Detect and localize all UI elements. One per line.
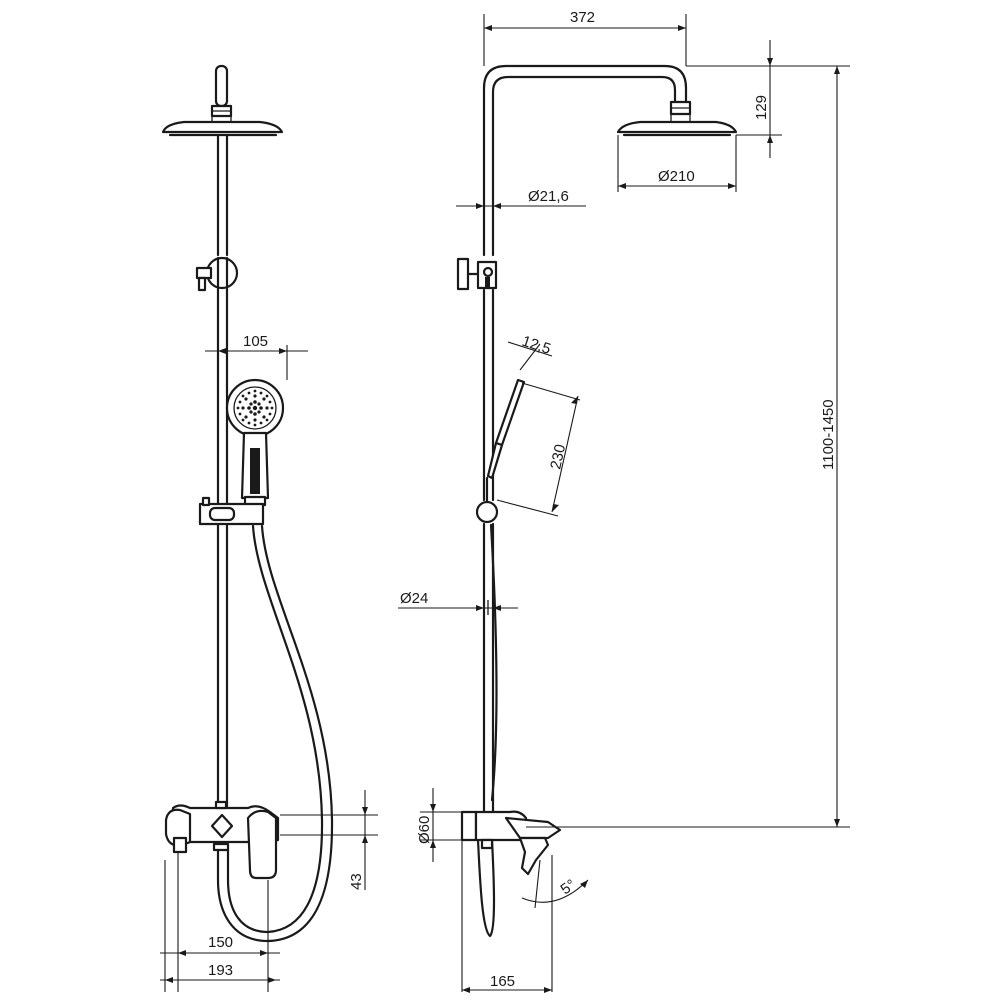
front-diverter-knob — [195, 256, 239, 292]
dim-spout-angle: 5° — [558, 876, 580, 898]
dim-spout-projection: 165 — [490, 973, 515, 990]
side-view — [456, 64, 738, 938]
side-handshower — [475, 378, 526, 524]
front-upper-riser — [216, 133, 229, 257]
side-mixer — [460, 810, 562, 876]
front-hose — [216, 524, 334, 943]
dim-head-drop: 129 — [753, 95, 770, 120]
spray-nozzles — [236, 389, 274, 427]
front-head-nipple — [210, 64, 233, 118]
side-rain-head — [616, 114, 738, 137]
front-lower-riser — [216, 287, 229, 810]
front-rain-head — [161, 116, 284, 137]
dim-mixer-height: 43 — [348, 873, 365, 890]
dim-pipe-lower-diameter: Ø24 — [400, 590, 428, 607]
side-dimensions: 372 129 Ø210 Ø21,6 12,5 230 Ø24 — [398, 9, 850, 993]
front-dimensions: 105 43 150 193 — [160, 333, 378, 992]
dim-handshower-head-offset: 105 — [243, 333, 268, 350]
dim-handshower-thickness: 12,5 — [520, 333, 553, 358]
dim-mixer-width: 193 — [208, 962, 233, 979]
front-slider-holder — [198, 496, 265, 526]
dim-head-diameter: Ø210 — [658, 168, 695, 185]
front-handshower — [225, 378, 285, 507]
dim-pipe-upper-diameter: Ø21,6 — [528, 188, 569, 205]
side-hose — [476, 523, 498, 938]
dim-total-height: 1100-1450 — [820, 399, 837, 470]
side-overhead-arm — [482, 64, 692, 257]
front-view — [161, 64, 334, 943]
front-mixer — [164, 800, 280, 880]
dim-inlet-spacing: 150 — [208, 934, 233, 951]
dim-mixer-body-diameter: Ø60 — [416, 816, 433, 844]
dim-rail-width: 372 — [570, 9, 595, 26]
side-diverter — [456, 257, 498, 291]
dim-handshower-length: 230 — [547, 443, 569, 471]
